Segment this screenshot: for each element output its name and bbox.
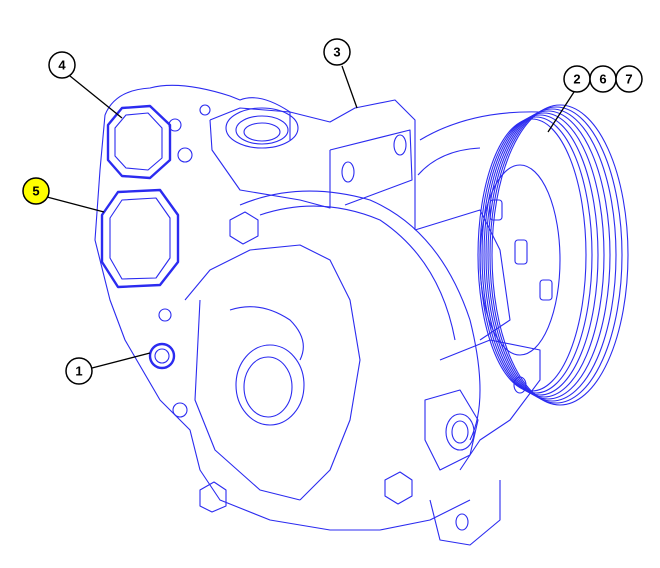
callout-label: 3 [333,45,340,60]
seal-rings [100,104,180,370]
callout-label: 4 [58,58,66,73]
leader-lines [46,65,575,369]
pulley [417,104,629,406]
callout-circle [48,51,76,79]
seal-ring-4 [106,104,172,180]
seal-ring-5 [100,188,180,289]
seal-ring-1 [148,342,176,370]
compressor-body [94,84,541,546]
callout-label: 5 [32,184,39,199]
callout-2[interactable]: 2 [563,65,591,93]
callout-circle [615,65,643,93]
callout-circle [65,357,93,385]
callout-6[interactable]: 6 [589,65,617,93]
callout-7[interactable]: 7 [615,65,643,93]
callout-5-highlighted[interactable]: 5 [22,177,50,205]
callout-circle [323,38,351,66]
callout-3[interactable]: 3 [323,38,351,66]
callout-label: 7 [625,72,632,87]
callout-label: 2 [573,72,580,87]
callout-circle [22,177,50,205]
callout-4[interactable]: 4 [48,51,76,79]
callout-1[interactable]: 1 [65,357,93,385]
compressor-drawing [94,84,629,546]
callout-label: 1 [75,364,82,379]
callout-label: 6 [599,72,606,87]
